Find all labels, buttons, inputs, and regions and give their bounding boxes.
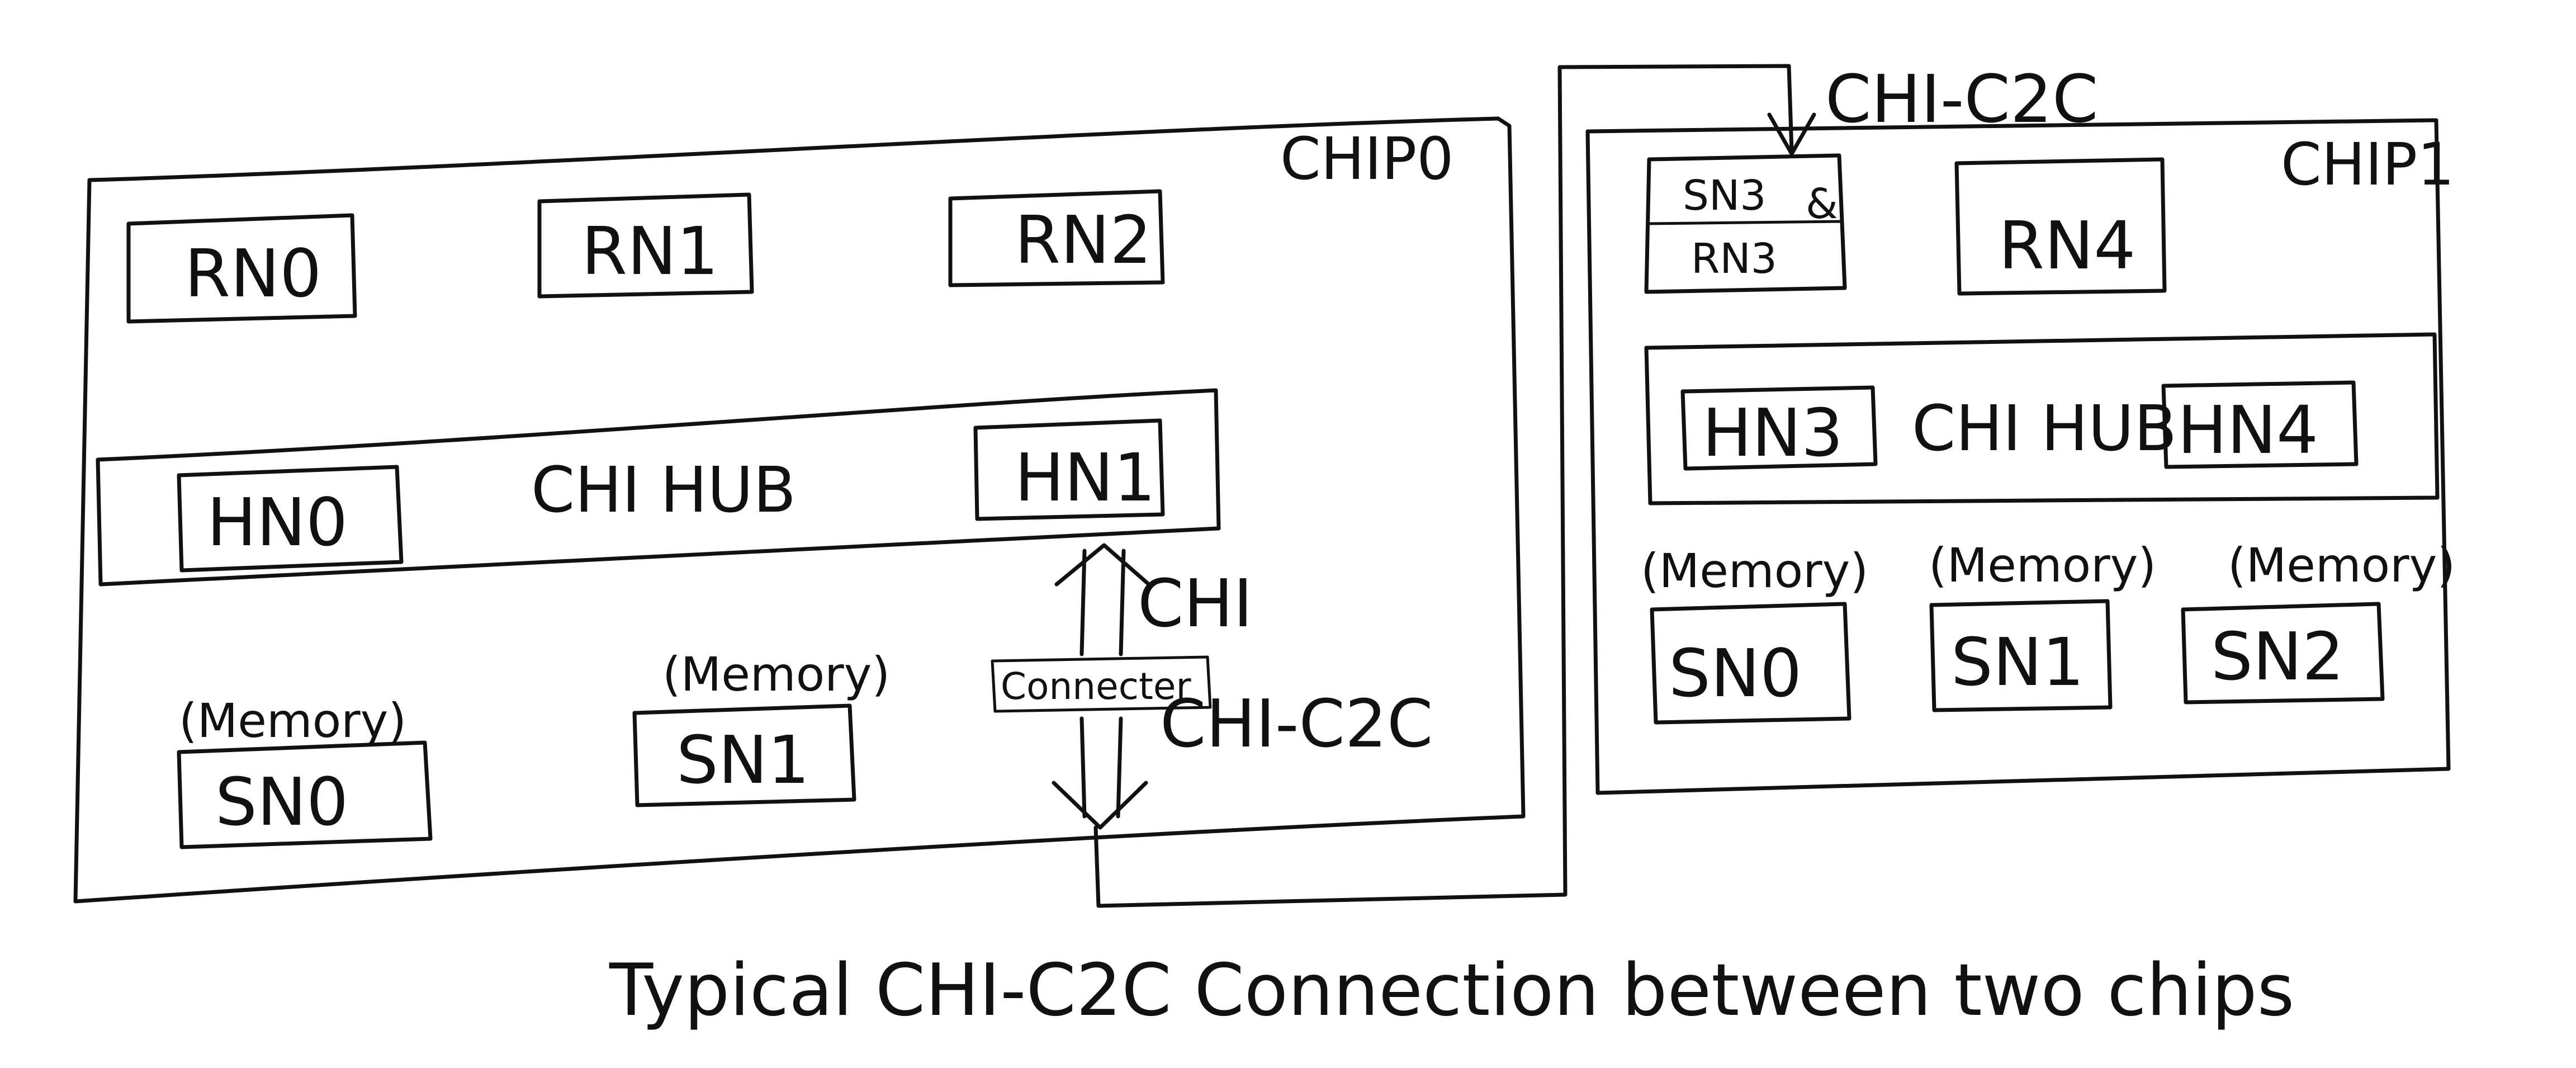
- chip0-hn1-box: [973, 418, 1165, 521]
- chip1-sn2-label: SN2: [2211, 618, 2344, 695]
- chip0-rn1-label: RN1: [581, 212, 718, 290]
- chip0-sn0-box: [177, 740, 433, 849]
- chip1-hn4-label: HN4: [2177, 391, 2318, 469]
- chip1-sn1-label: SN1: [1951, 623, 2084, 701]
- chip1-sn0-annotation: (Memory): [1641, 544, 1868, 598]
- chip0-hub-label: CHI HUB: [531, 454, 796, 527]
- diagram-caption: Typical CHI-C2C Connection between two c…: [609, 949, 2294, 1032]
- chip1-sn0-label: SN0: [1669, 635, 1802, 712]
- chip0-link-c2c: CHI-C2C: [1160, 685, 1433, 762]
- chip1-outline: [1585, 118, 2451, 795]
- chip0-hn1-label: HN1: [1015, 439, 1156, 516]
- chip0-sn0-label: SN0: [215, 763, 348, 840]
- chip1-group: CHIP1 CHI-C2C SN3 & RN3 RN4 HN3 CHI HUB …: [1585, 60, 2455, 795]
- chip0-sn0-annotation: (Memory): [179, 693, 406, 748]
- chip1-sn3-label: SN3: [1683, 172, 1766, 220]
- chip1-hn3-box: [1680, 385, 1878, 471]
- chip0-hn0-label: HN0: [207, 484, 348, 561]
- chip1-hn3-label: HN3: [1702, 394, 1843, 471]
- chip0-link-chi: CHI: [1138, 565, 1253, 642]
- chip1-sn1-annotation: (Memory): [1929, 538, 2156, 593]
- chip0-label: CHIP0: [1280, 125, 1453, 193]
- chip1-hub-label: CHI HUB: [1912, 393, 2177, 465]
- chip0-sn1-label: SN1: [676, 721, 809, 798]
- chip1-sn0-box: [1650, 602, 1852, 725]
- chip0-hn0-box: [177, 465, 404, 573]
- chip0-chi-arrow: [1054, 543, 1151, 656]
- chip1-hub-band: [1644, 332, 2440, 505]
- chip0-rn0-label: RN0: [184, 235, 321, 312]
- chip1-amp-label: &: [1806, 180, 1838, 228]
- c2c-wire: [1093, 64, 1794, 908]
- chip1-sn1-box: [1929, 599, 2113, 712]
- chip1-hn4-box: [2161, 380, 2359, 469]
- chip0-rn2-label: RN2: [1015, 201, 1152, 278]
- chip0-outline: [73, 116, 1526, 904]
- chip0-connector-box: [991, 655, 1212, 713]
- chip0-rn0-box: [126, 213, 357, 324]
- chip1-rn3-label: RN3: [1691, 235, 1777, 283]
- chip1-sn2-box: [2181, 602, 2385, 705]
- chip1-rn4-label: RN4: [1999, 207, 2135, 284]
- chip1-rn4-box: [1954, 157, 2167, 296]
- chip0-sn1-annotation: (Memory): [662, 647, 890, 702]
- chip0-connector-label: Connecter: [1001, 665, 1192, 708]
- chip1-split-divider: [1646, 220, 1844, 225]
- chip1-sn3-rn3-box: [1644, 153, 1847, 294]
- chip0-hub-band: [96, 388, 1221, 587]
- chip1-label: CHIP1: [2281, 130, 2454, 199]
- chip0-rn2-box: [948, 189, 1165, 287]
- chip0-sn1-box: [632, 703, 856, 807]
- chip0-c2c-arrow: [1052, 716, 1148, 830]
- chip1-sn2-annotation: (Memory): [2228, 538, 2455, 593]
- chip0-rn1-box: [537, 192, 754, 299]
- chip1-incoming-link: CHI-C2C: [1825, 60, 2098, 138]
- chip0-group: CHIP0 RN0 RN1 RN2 HN0 CHI HUB HN1 (Memor…: [73, 64, 1816, 908]
